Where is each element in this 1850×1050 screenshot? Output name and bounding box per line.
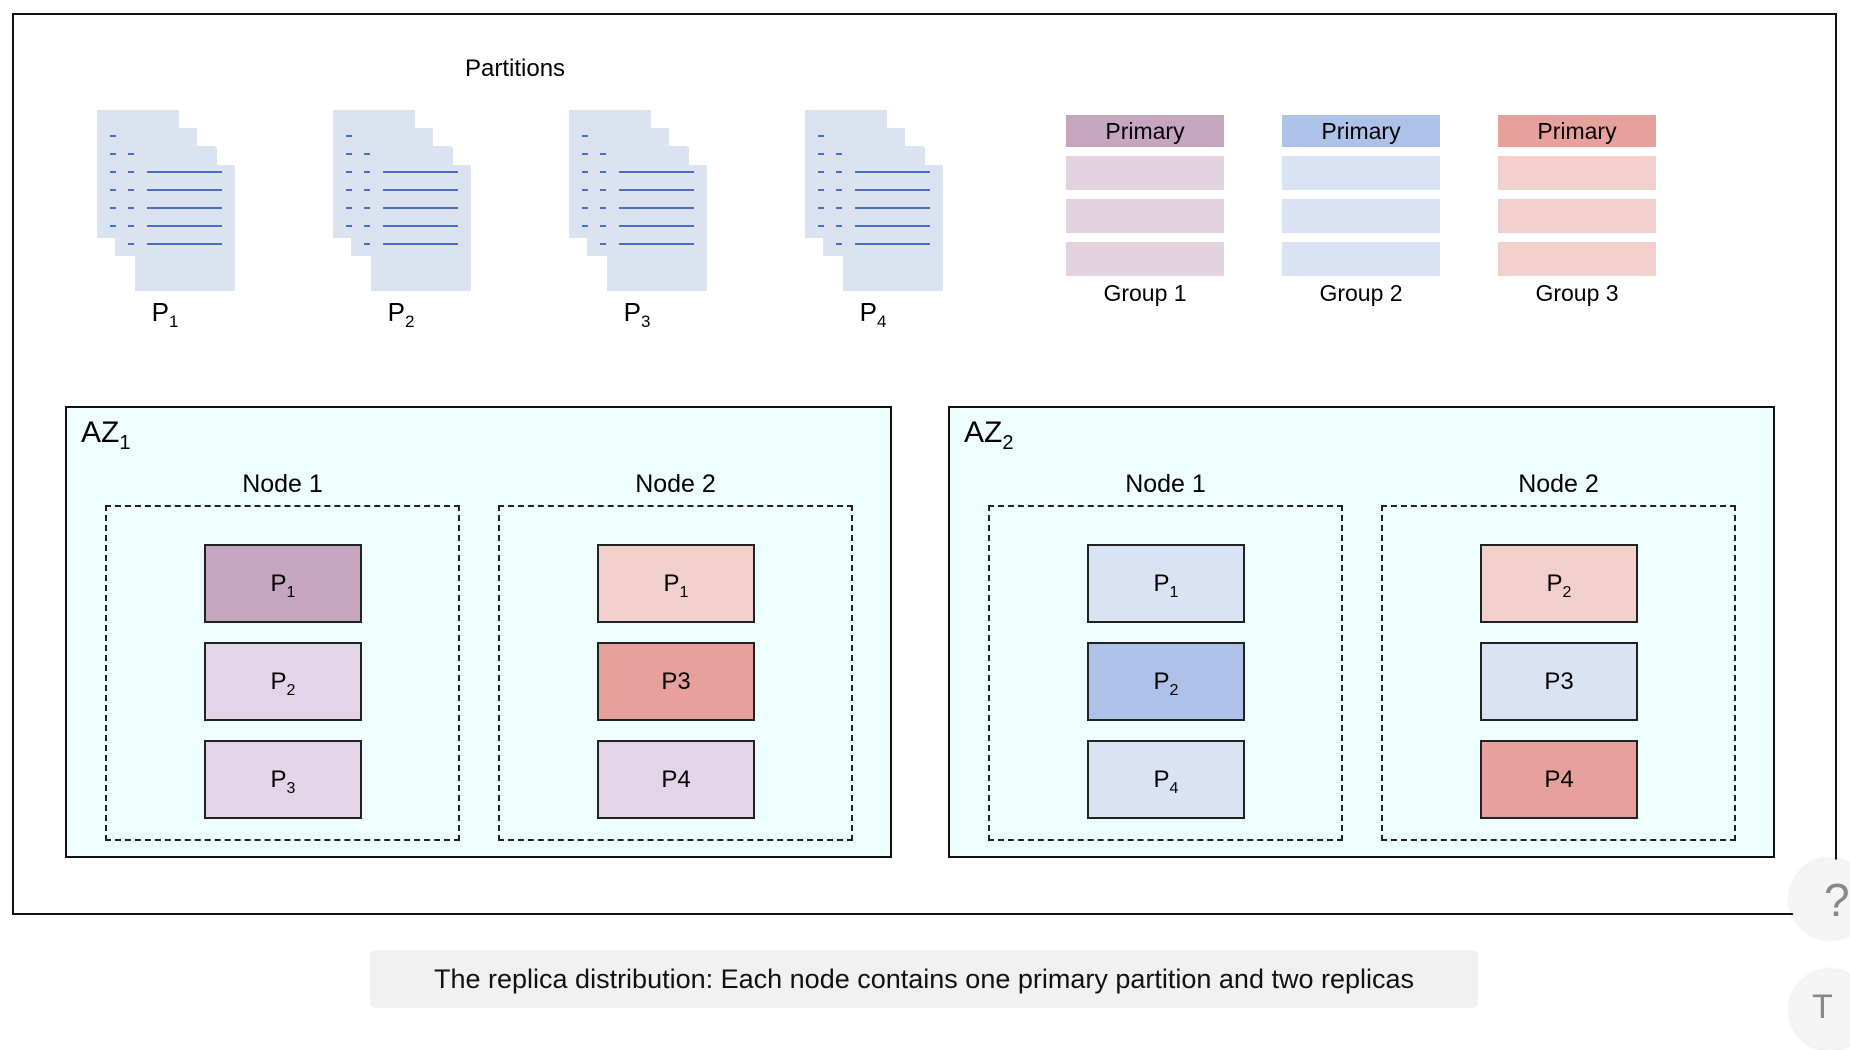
label-main: P xyxy=(270,668,287,695)
az-label: AZ1 xyxy=(81,416,130,455)
document-stack-icon xyxy=(333,110,471,291)
az-label: AZ2 xyxy=(964,416,1013,455)
label-subscript: 4 xyxy=(876,312,887,332)
label-main: P4 xyxy=(1544,766,1574,793)
label-subscript: 1 xyxy=(119,432,131,454)
label-subscript: 1 xyxy=(679,583,689,601)
group-replica-row xyxy=(1066,242,1224,276)
group-replica-row xyxy=(1066,199,1224,233)
label-main: P4 xyxy=(661,766,691,793)
label-subscript: 1 xyxy=(168,312,179,332)
document-sheet xyxy=(135,147,235,291)
group-label: Group 3 xyxy=(1535,280,1619,306)
node-title: Node 2 xyxy=(635,470,716,498)
help-icon: ? xyxy=(1824,874,1850,926)
group-replica-row xyxy=(1498,156,1656,190)
label-main: P xyxy=(1153,570,1170,597)
label-main: P xyxy=(151,297,169,327)
group-table: Primary xyxy=(1066,115,1224,276)
label-main: P xyxy=(270,766,287,793)
text-tool-button[interactable]: T xyxy=(1790,970,1850,1050)
group-label: Group 2 xyxy=(1319,280,1403,306)
group-table: Primary xyxy=(1498,115,1656,276)
group-primary-header: Primary xyxy=(1282,115,1440,147)
label-main: P3 xyxy=(1544,668,1574,695)
partition-replica-box: P2 xyxy=(204,642,362,721)
group-replica-row xyxy=(1066,156,1224,190)
help-button[interactable]: ? xyxy=(1790,859,1850,939)
group-replica-row xyxy=(1498,199,1656,233)
group-replica-row xyxy=(1282,156,1440,190)
document-stack-icon xyxy=(569,110,707,291)
label-subscript: 1 xyxy=(1169,583,1179,601)
group-replica-row xyxy=(1282,242,1440,276)
label-main: P xyxy=(663,570,680,597)
node-title: Node 1 xyxy=(242,470,323,498)
group-replica-row xyxy=(1498,242,1656,276)
partition-replica-box: P4 xyxy=(597,740,755,819)
partition-replica-box: P3 xyxy=(204,740,362,819)
label-main: P xyxy=(1153,668,1170,695)
label-subscript: 2 xyxy=(286,681,296,699)
partition-replica-box: P3 xyxy=(597,642,755,721)
label-main: AZ xyxy=(81,416,120,449)
partition-replica-box: P2 xyxy=(1480,544,1638,623)
partition-label: P3 xyxy=(607,297,667,332)
partition-replica-box: P3 xyxy=(1480,642,1638,721)
group-label: Group 1 xyxy=(1103,280,1187,306)
partition-replica-box: P1 xyxy=(597,544,755,623)
partition-replica-box: P1 xyxy=(1087,544,1245,623)
label-subscript: 3 xyxy=(286,779,296,797)
partition-replica-box: P1 xyxy=(204,544,362,623)
label-main: P xyxy=(270,570,287,597)
document-sheet xyxy=(843,147,943,291)
label-subscript: 1 xyxy=(286,583,296,601)
label-main: P3 xyxy=(661,668,691,695)
label-main: P xyxy=(387,297,405,327)
diagram-frame xyxy=(12,13,1837,915)
group-table: Primary xyxy=(1282,115,1440,276)
node-title: Node 1 xyxy=(1125,470,1206,498)
label-main: P xyxy=(623,297,641,327)
document-sheet xyxy=(371,147,471,291)
partition-replica-box: P4 xyxy=(1087,740,1245,819)
label-subscript: 2 xyxy=(404,312,415,332)
label-main: P xyxy=(1153,766,1170,793)
partition-label: P4 xyxy=(843,297,903,332)
label-main: AZ xyxy=(964,416,1003,449)
group-primary-header: Primary xyxy=(1066,115,1224,147)
label-main: P xyxy=(1546,570,1563,597)
partitions-title: Partitions xyxy=(465,55,566,82)
text-tool-icon: T xyxy=(1812,988,1833,1026)
label-main: P xyxy=(859,297,877,327)
label-subscript: 4 xyxy=(1169,779,1179,797)
partition-label: P1 xyxy=(135,297,195,332)
group-primary-header: Primary xyxy=(1498,115,1656,147)
document-stack-icon xyxy=(97,110,235,291)
document-sheet xyxy=(607,147,707,291)
label-subscript: 2 xyxy=(1169,681,1179,699)
label-subscript: 2 xyxy=(1002,432,1014,454)
group-replica-row xyxy=(1282,199,1440,233)
partition-label: P2 xyxy=(371,297,431,332)
label-subscript: 2 xyxy=(1562,583,1572,601)
figure-caption: The replica distribution: Each node cont… xyxy=(370,950,1478,1008)
partition-replica-box: P2 xyxy=(1087,642,1245,721)
document-stack-icon xyxy=(805,110,943,291)
partition-replica-box: P4 xyxy=(1480,740,1638,819)
label-subscript: 3 xyxy=(640,312,651,332)
node-title: Node 2 xyxy=(1518,470,1599,498)
